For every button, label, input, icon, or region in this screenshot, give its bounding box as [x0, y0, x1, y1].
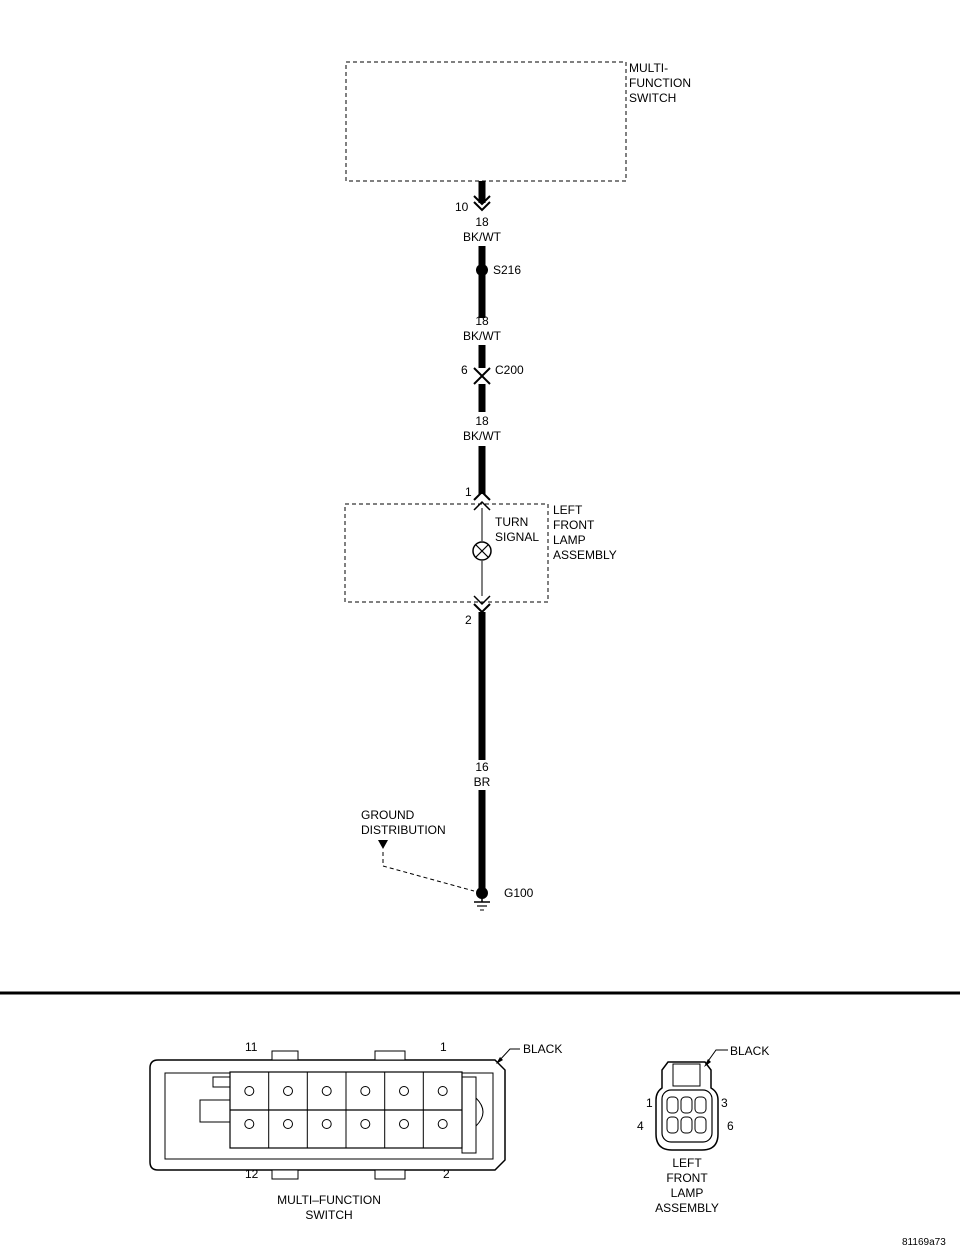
connector-c200-pin-label: 6	[461, 363, 468, 377]
wire1-color-label: BK/WT	[463, 230, 501, 244]
lamp-connector-face	[655, 1061, 719, 1151]
ground-g100-label: G100	[504, 886, 534, 900]
mfs-pin-12-label: 12	[245, 1167, 259, 1181]
splice-s216-label: S216	[493, 263, 522, 277]
wire3-gauge-label: 18	[475, 414, 489, 428]
wire1-gauge-label: 18	[475, 215, 489, 229]
splice-s216-dot	[476, 264, 488, 276]
wire4-gauge-label: 16	[475, 760, 489, 774]
connector-10-pin-label: 10	[455, 200, 469, 214]
wire2-gauge-label: 18	[475, 314, 489, 328]
lamp-pin2-symbol	[473, 595, 491, 606]
mfs-pin-11-label: 11	[245, 1040, 258, 1054]
lamp-connector-pin-3-label: 3	[721, 1096, 728, 1110]
lamp-assembly-box	[344, 503, 549, 603]
lamp-connector-pin-1-label: 1	[646, 1096, 653, 1110]
connector-c200-label: C200	[495, 363, 524, 377]
ground-distribution-arrow-icon	[378, 840, 388, 849]
wire3-color-label: BK/WT	[463, 429, 501, 443]
mfs-color-label: BLACK	[523, 1042, 563, 1056]
wire2-color-label: BK/WT	[463, 329, 501, 343]
lamp-assembly-name-label: LEFT FRONT LAMP ASSEMBLY	[553, 503, 617, 562]
lamp-connector-name-label: LEFT FRONT LAMP ASSEMBLY	[655, 1156, 719, 1215]
switch-name-label: MULTI- FUNCTION SWITCH	[629, 61, 691, 105]
lamp-connector-pin-6-label: 6	[727, 1119, 734, 1133]
lamp-connector-pin-4-label: 4	[637, 1119, 644, 1133]
ground-distribution-label: GROUND DISTRIBUTION	[361, 808, 446, 837]
connector-10-symbol	[473, 195, 491, 206]
mfs-connector-face	[149, 1050, 506, 1180]
mfs-connector-name-label: MULTI–FUNCTION SWITCH	[277, 1193, 381, 1222]
ground-g100-dot	[476, 887, 488, 899]
wire4-color-label: BR	[473, 775, 491, 789]
lamp-pin1-symbol	[473, 490, 491, 501]
mfs-pin-2-label: 2	[443, 1167, 450, 1181]
lamp-pin2-label: 2	[465, 613, 472, 627]
lamp-connector-color-label: BLACK	[730, 1044, 770, 1058]
mfs-pin-1-label: 1	[440, 1040, 447, 1054]
multifunction-switch-box	[345, 61, 627, 182]
figure-id-label: 81169a73	[902, 1237, 946, 1248]
lamp-pin1-label: 1	[465, 485, 472, 499]
turn-signal-label: TURN SIGNAL	[495, 515, 540, 544]
